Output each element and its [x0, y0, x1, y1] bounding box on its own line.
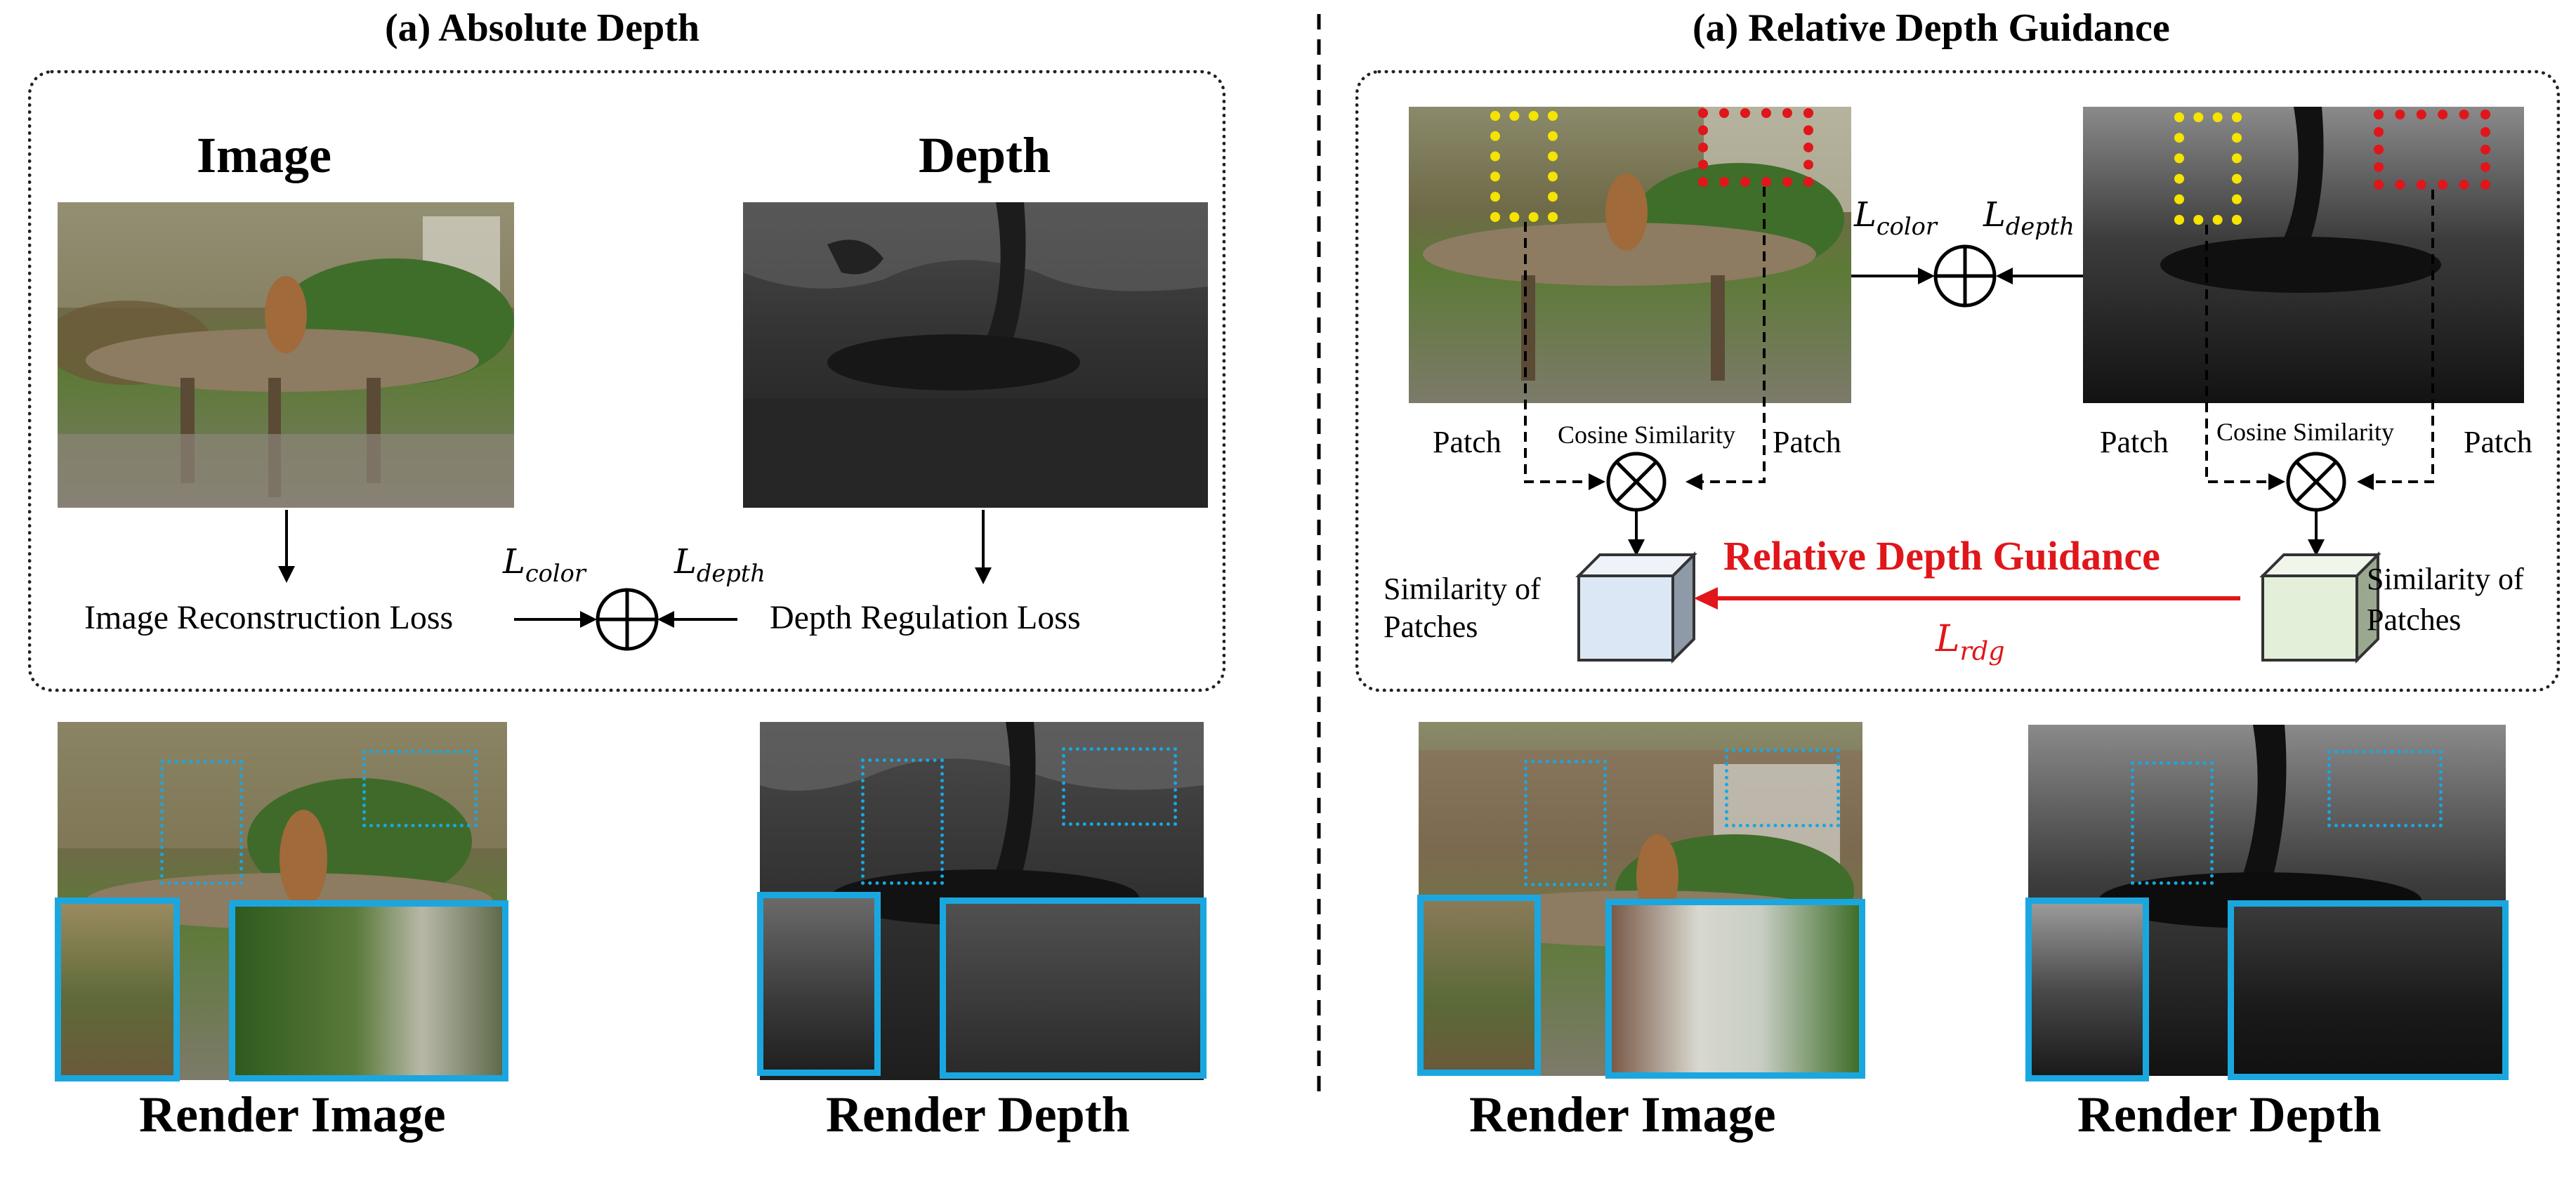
depth-map: [743, 202, 1208, 508]
right-image-yellow-patch: [1490, 111, 1558, 222]
left-panel-title: (a) Absolute Depth: [385, 6, 700, 50]
right-render-depth-roi-large: [2327, 750, 2443, 827]
absolute-depth-box: [28, 70, 1225, 692]
relative-depth-box: [1355, 70, 2560, 692]
right-panel-title: (a) Relative Depth Guidance: [1693, 6, 2170, 50]
image-reconstruction-loss: Image Reconstruction Loss: [84, 599, 454, 636]
left-l-depth: Ldepth: [674, 542, 765, 587]
left-render-depth-roi-large: [1062, 747, 1177, 826]
right-render-depth-roi-small: [2131, 761, 2214, 885]
patch-label-1: Patch: [1433, 425, 1501, 459]
right-l-color: Lcolor: [1854, 195, 1937, 240]
similarity-of-patches-right: Similarity of Patches: [2367, 562, 2524, 637]
right-render-depth-zoom-large: [2228, 900, 2509, 1080]
left-render-image-roi-small: [160, 760, 243, 885]
right-render-depth-zoom-small: [2025, 897, 2149, 1081]
depth-label: Depth: [919, 127, 1051, 183]
right-depth-yellow-patch: [2174, 112, 2242, 225]
right-render-image-roi-small: [1524, 760, 1607, 886]
left-render-depth-roi-small: [861, 758, 944, 885]
right-image-red-patch: [1698, 108, 1813, 187]
left-render-depth-label: Render Depth: [826, 1086, 1130, 1143]
right-render-image-label: Render Image: [1469, 1086, 1776, 1143]
left-render-image-zoom-small: [55, 897, 180, 1081]
l-rdg-label: Lrdg: [1936, 618, 2005, 666]
right-render-image-zoom-small: [1417, 895, 1541, 1076]
depth-regulation-loss: Depth Regulation Loss: [770, 599, 1081, 636]
right-depth-map: [2083, 107, 2524, 403]
left-l-color: Lcolor: [503, 542, 586, 587]
patch-label-2: Patch: [1773, 425, 1841, 459]
left-render-image-zoom-large: [229, 900, 508, 1081]
left-render-depth-zoom-large: [940, 897, 1207, 1079]
patch-label-4: Patch: [2464, 425, 2532, 459]
right-render-image-roi-large: [1725, 749, 1840, 827]
input-image: [58, 202, 514, 508]
right-render-depth-label: Render Depth: [2077, 1086, 2381, 1143]
right-input-image: [1409, 107, 1851, 403]
image-label: Image: [197, 127, 331, 183]
cosine-similarity-right: Cosine Similarity: [2216, 418, 2395, 446]
patch-label-3: Patch: [2100, 425, 2169, 459]
left-render-depth-zoom-small: [757, 892, 881, 1076]
similarity-of-patches-left: Similarity of Patches: [1384, 572, 1541, 644]
left-render-image-roi-large: [362, 750, 478, 827]
relative-depth-guidance-label: Relative Depth Guidance: [1723, 533, 2160, 579]
right-render-image-zoom-large: [1605, 899, 1865, 1079]
right-depth-red-patch: [2374, 110, 2490, 190]
cosine-similarity-left: Cosine Similarity: [1558, 421, 1736, 449]
right-l-depth: Ldepth: [1983, 195, 2075, 240]
left-render-image-label: Render Image: [139, 1086, 446, 1143]
